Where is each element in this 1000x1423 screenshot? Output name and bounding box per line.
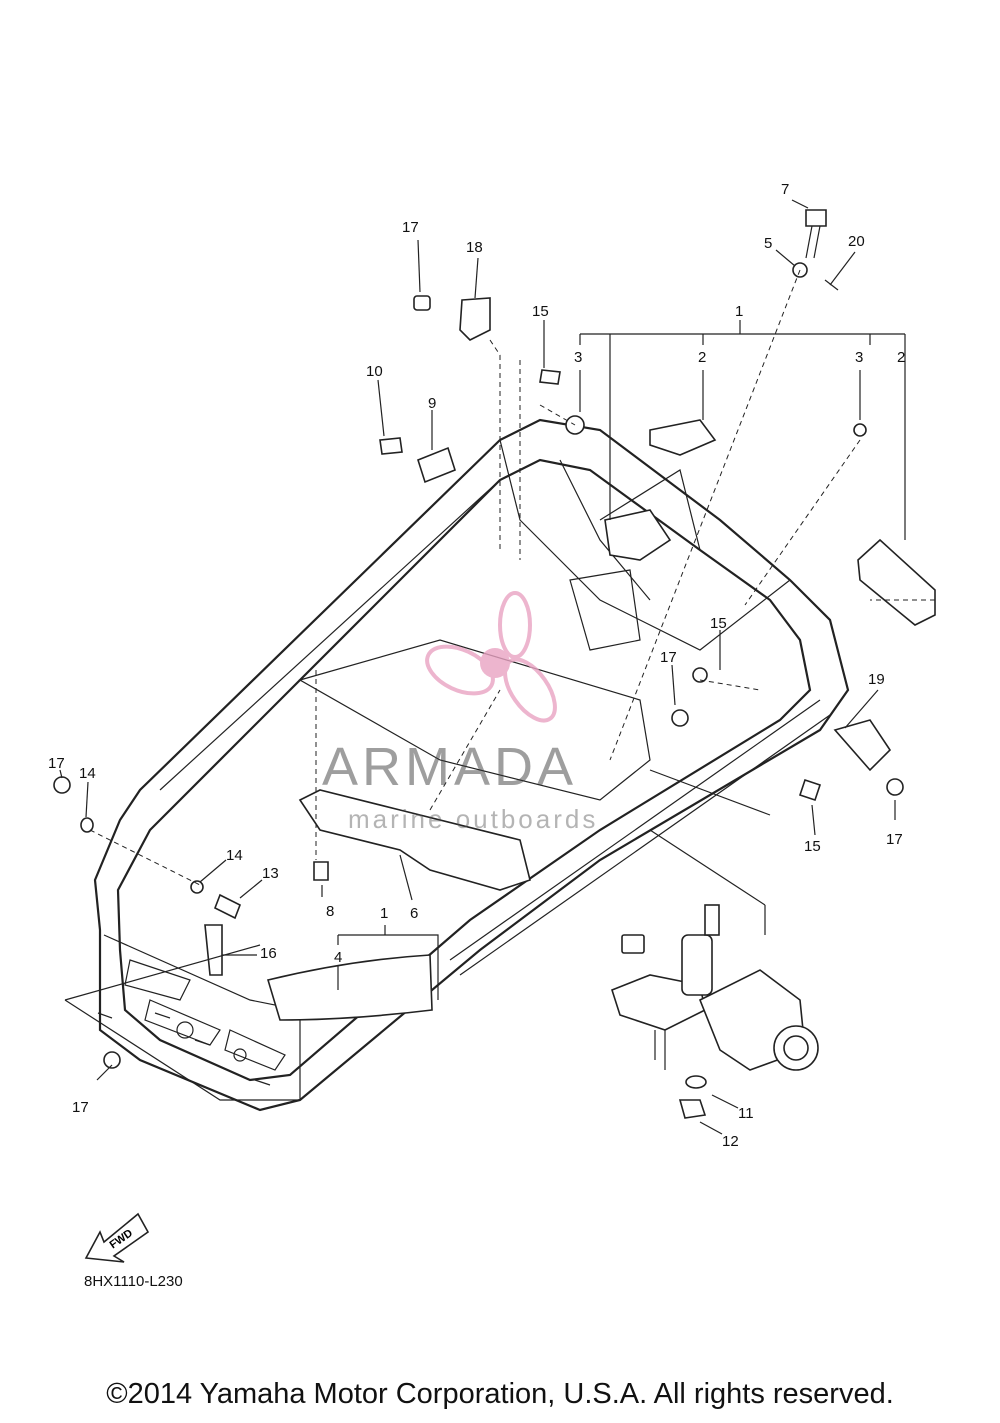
callout-17: 17 xyxy=(402,219,419,236)
callout-2: 2 xyxy=(698,349,706,366)
callout-2: 2 xyxy=(897,349,905,366)
callout-5: 5 xyxy=(764,235,772,252)
callout-14: 14 xyxy=(226,847,243,864)
steering-unit xyxy=(611,904,819,1119)
callout-13: 13 xyxy=(262,865,279,882)
callout-15: 15 xyxy=(710,615,727,632)
callout-8: 8 xyxy=(326,903,334,920)
diagram-code: 8HX1110-L230 xyxy=(84,1273,183,1290)
callout-19: 19 xyxy=(868,671,885,688)
callout-17: 17 xyxy=(72,1099,89,1116)
callout-6: 6 xyxy=(410,905,418,922)
callout-1: 1 xyxy=(380,905,388,922)
callout-3: 3 xyxy=(855,349,863,366)
callout-10: 10 xyxy=(366,363,383,380)
callout-14: 14 xyxy=(79,765,96,782)
rail-cover-right xyxy=(857,538,936,626)
callouts: 17 18 15 7 5 20 1 3 2 3 2 10 9 15 17 19 … xyxy=(48,181,905,1150)
callout-1: 1 xyxy=(735,303,743,320)
leader-lines xyxy=(59,199,906,1135)
callout-11: 11 xyxy=(738,1105,754,1122)
callout-16: 16 xyxy=(260,945,277,962)
callout-17: 17 xyxy=(48,755,65,772)
watermark-tagline: marine outboards xyxy=(348,804,598,834)
watermark: ARMADA marine outboards xyxy=(322,591,598,834)
fasteners xyxy=(53,209,904,1086)
watermark-brand: ARMADA xyxy=(322,737,577,797)
fwd-arrow-icon: FWD xyxy=(84,1212,150,1263)
callout-20: 20 xyxy=(848,233,865,250)
watermark-logo-blade-top xyxy=(498,591,532,659)
floor-plate xyxy=(298,789,531,891)
callout-17: 17 xyxy=(886,831,903,848)
dashed-leaders xyxy=(89,269,935,886)
callout-15: 15 xyxy=(804,838,821,855)
rail-cover-center xyxy=(649,419,717,456)
callout-17: 17 xyxy=(660,649,677,666)
copyright-notice: ©2014 Yamaha Motor Corporation, U.S.A. A… xyxy=(106,1378,894,1410)
callout-4: 4 xyxy=(334,949,342,966)
callout-9: 9 xyxy=(428,395,436,412)
callout-12: 12 xyxy=(722,1133,739,1150)
callout-18: 18 xyxy=(466,239,483,256)
watermark-logo-hub xyxy=(480,648,510,678)
callout-15: 15 xyxy=(532,303,549,320)
hull-frame xyxy=(93,418,850,1112)
watermark-logo-blade-right xyxy=(503,657,557,723)
watermark-logo-blade-left xyxy=(425,644,495,696)
callout-3: 3 xyxy=(574,349,582,366)
callout-7: 7 xyxy=(781,181,789,198)
